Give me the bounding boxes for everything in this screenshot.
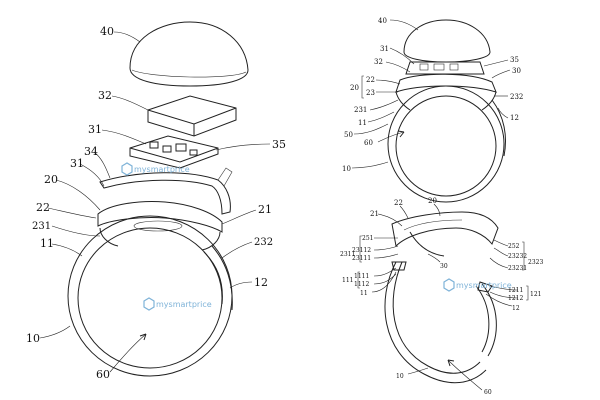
tr-label-40: 40 bbox=[378, 17, 387, 25]
svg-text:mysmartprice: mysmartprice bbox=[134, 165, 190, 174]
tr-label-232: 232 bbox=[510, 93, 523, 101]
label-12: 12 bbox=[254, 276, 268, 289]
tr-label-35: 35 bbox=[510, 56, 519, 64]
exploded-ring-view: 40 32 31 35 34 31 20 22 21 231 11 232 12… bbox=[26, 21, 286, 381]
br-label-23112: 23112 bbox=[352, 247, 371, 254]
tr-label-20: 20 bbox=[350, 84, 359, 92]
label-22: 22 bbox=[36, 201, 50, 214]
label-34: 34 bbox=[84, 145, 98, 158]
br-label-1212: 1212 bbox=[508, 295, 523, 302]
br-label-11: 11 bbox=[360, 290, 368, 297]
tr-label-12: 12 bbox=[510, 114, 519, 122]
tr-label-32: 32 bbox=[374, 58, 383, 66]
br-label-23231: 23231 bbox=[508, 265, 527, 272]
label-32: 32 bbox=[98, 89, 112, 102]
svg-text:mysmartprice: mysmartprice bbox=[156, 300, 212, 309]
label-232: 232 bbox=[254, 237, 273, 248]
label-231: 231 bbox=[32, 221, 51, 232]
br-label-60: 60 bbox=[484, 389, 492, 396]
label-31: 31 bbox=[88, 123, 102, 136]
label-60: 60 bbox=[96, 368, 110, 381]
br-label-252: 252 bbox=[508, 243, 520, 250]
tr-label-231: 231 bbox=[354, 106, 367, 114]
label-35: 35 bbox=[272, 138, 286, 151]
tr-label-31: 31 bbox=[380, 45, 389, 53]
br-label-30: 30 bbox=[440, 263, 448, 270]
br-label-2311: 2311 bbox=[340, 251, 355, 258]
watermark-right: mysmartprice bbox=[443, 278, 512, 292]
br-label-1112: 1112 bbox=[354, 281, 369, 288]
br-label-10: 10 bbox=[396, 373, 404, 380]
tr-label-50: 50 bbox=[344, 131, 353, 139]
br-label-12: 12 bbox=[512, 305, 520, 312]
br-label-22: 22 bbox=[394, 199, 403, 207]
label-20: 20 bbox=[44, 173, 58, 186]
label-10: 10 bbox=[26, 332, 40, 345]
watermark-center: mysmartprice bbox=[143, 297, 212, 311]
label-31b: 31 bbox=[70, 157, 84, 170]
label-11: 11 bbox=[40, 237, 54, 250]
opened-band-view: 21 22 20 251 23112 23111 2311 30 252 232… bbox=[340, 197, 543, 396]
br-label-20: 20 bbox=[428, 197, 437, 205]
ring-band-outer bbox=[67, 215, 233, 377]
dome-cover bbox=[129, 21, 249, 87]
battery-block bbox=[147, 95, 237, 137]
br-label-251: 251 bbox=[362, 235, 373, 242]
tr-label-60: 60 bbox=[364, 139, 373, 147]
br-label-23111: 23111 bbox=[352, 255, 371, 262]
br-label-121: 121 bbox=[530, 291, 541, 298]
flex-strap bbox=[99, 172, 231, 215]
br-label-23232: 23232 bbox=[508, 253, 527, 260]
tr-label-23: 23 bbox=[366, 89, 375, 97]
tr-label-10: 10 bbox=[342, 165, 351, 173]
ring-top-housing bbox=[97, 201, 223, 233]
watermark-left: mysmartprice bbox=[121, 162, 190, 176]
br-label-1211: 1211 bbox=[508, 287, 523, 294]
br-label-21: 21 bbox=[370, 210, 379, 218]
circuit-board bbox=[129, 135, 219, 169]
watermark-logo-icon bbox=[121, 162, 133, 176]
label-40: 40 bbox=[100, 25, 114, 38]
tr-label-22: 22 bbox=[366, 76, 375, 84]
assembled-ring-view: 40 31 32 35 30 22 23 20 231 232 11 12 50… bbox=[342, 17, 523, 203]
watermark-logo-icon bbox=[443, 278, 455, 292]
tr-label-11: 11 bbox=[358, 119, 367, 127]
label-21: 21 bbox=[258, 203, 272, 216]
watermark-logo-icon bbox=[143, 297, 155, 311]
tr-label-30: 30 bbox=[512, 67, 521, 75]
br-label-111: 111 bbox=[342, 277, 353, 284]
br-label-2323: 2323 bbox=[528, 259, 543, 266]
br-label-1111: 1111 bbox=[354, 273, 369, 280]
svg-text:mysmartprice: mysmartprice bbox=[456, 281, 512, 290]
